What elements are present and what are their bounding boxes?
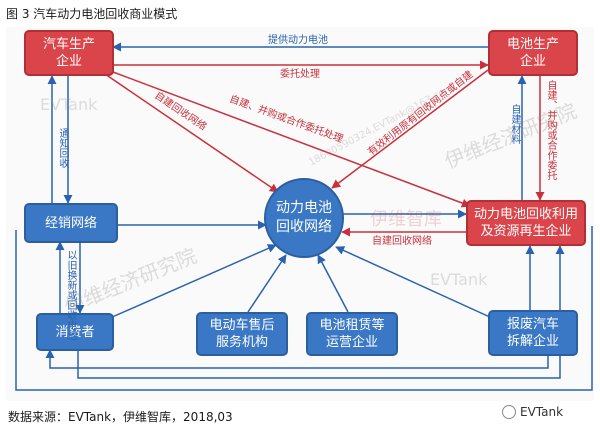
label-self-build-bottom: 自建回收网络 [372, 236, 432, 247]
arrow-scrap-to-hub [335, 246, 493, 319]
data-source: 数据来源：EVTank，伊维智库，2018,03 [8, 410, 233, 424]
watermark-logo-1: EVTank [40, 95, 98, 114]
arrow-left-outer [15, 226, 593, 391]
label-self-material: 自建材料 [509, 104, 520, 144]
arrow-service-to-hub [247, 254, 287, 313]
arrow-bottom-return [45, 349, 549, 369]
label-self-merge-right: 自建、并购或合作委托 [545, 80, 556, 180]
node-recycling-hub: 动力电池 回收网络 [264, 178, 344, 258]
arrow-oem-to-hub [104, 73, 279, 193]
watermark-logo-2: EVTank [430, 270, 488, 289]
node-consumer: 消费者 [36, 313, 114, 351]
node-scrap-dismantler: 报废汽车 拆解企业 [488, 310, 578, 356]
node-ev-service: 电动车售后 服务机构 [196, 312, 288, 356]
brand-badge: EVTank [502, 405, 563, 419]
label-notify-recycle: 通知回收 [57, 128, 68, 168]
node-battery-maker: 电池生产 企业 [488, 30, 578, 76]
wechat-icon [502, 405, 516, 419]
arrow-consumer-to-hub [109, 244, 277, 319]
figure-title: 图 3 汽车动力电池回收商业模式 [6, 7, 178, 21]
label-entrust: 委托处理 [280, 69, 320, 80]
node-leasing-operator: 电池租赁等 运营企业 [306, 312, 398, 356]
arrow-leasing-to-hub [317, 254, 349, 313]
node-dealer-network: 经销网络 [24, 203, 118, 243]
brand-name: EVTank [520, 405, 564, 419]
label-trade-in: 以旧换新或回收电池 [65, 250, 76, 340]
node-recycler: 动力电池回收利用 及资源再生企业 [466, 200, 586, 246]
watermark-zhiku: 伊维智库 [370, 209, 442, 230]
label-supply-battery: 提供动力电池 [268, 35, 328, 46]
node-auto-oem: 汽车生产 企业 [24, 30, 114, 76]
arrow-oem-to-recycler [112, 71, 471, 208]
arrow-battery-to-hub [331, 69, 489, 189]
